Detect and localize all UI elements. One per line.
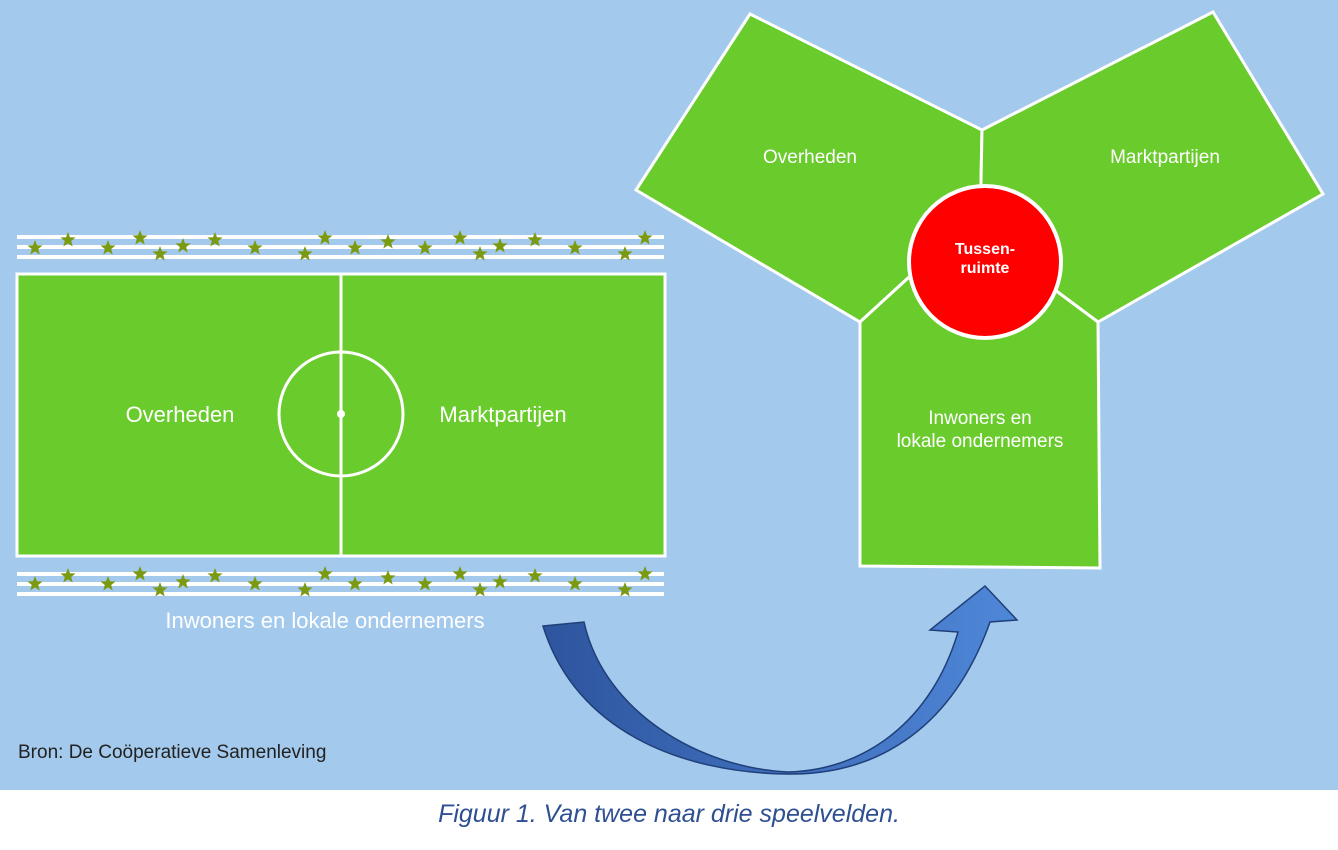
top-stand-star-icon [347,240,363,255]
source-text: Bron: De Coöperatieve Samenleving [18,742,327,763]
bottom-stand-star-icon [175,574,191,589]
center-space-label: Tussen- ruimte [925,240,1045,278]
top-stand-star-icon [317,230,333,245]
figure-caption: Figuur 1. Van twee naar drie speelvelden… [438,800,900,828]
bottom-stand-star-icon [380,570,396,585]
bottom-stands [17,566,664,597]
tri-bottom-label-line2: lokale ondernemers [896,430,1064,452]
top-stand-star-icon [297,246,313,261]
center-space-label-line1: Tussen- [954,241,1016,258]
center-spot [337,410,345,418]
bottom-stand-star-icon [472,582,488,597]
bottom-stand-star-icon [297,582,313,597]
bottom-stand-star-icon [617,582,633,597]
top-stand-star-icon [247,240,263,255]
bottom-stand-star-icon [567,576,583,591]
top-stand-star-icon [100,240,116,255]
bottom-stand-star-icon [527,568,543,583]
top-stand-star-icon [175,238,191,253]
bottom-stand-star-icon [347,576,363,591]
bottom-stand-star-icon [247,576,263,591]
stands-label: Inwoners en lokale ondernemers [165,608,485,633]
tri-bottom-label: Inwoners en lokale ondernemers [880,408,1080,454]
top-stand-star-icon [637,230,653,245]
top-stand-star-icon [417,240,433,255]
top-stand-star-icon [527,232,543,247]
field-bottom [858,276,1102,570]
top-stand-star-icon [380,234,396,249]
bottom-stand-star-icon [452,566,468,581]
top-stand-star-icon [27,240,43,255]
bottom-stand-star-icon [27,576,43,591]
top-stars [27,230,653,261]
bottom-stand-star-icon [152,582,168,597]
top-stand-star-icon [492,238,508,253]
bottom-stand-star-icon [132,566,148,581]
top-stand-star-icon [132,230,148,245]
top-stand-star-icon [60,232,76,247]
top-stand-star-icon [617,246,633,261]
bottom-stand-star-icon [100,576,116,591]
top-stand-star-icon [152,246,168,261]
bottom-stand-star-icon [207,568,223,583]
left-pitch [15,230,667,597]
bottom-stars [27,566,653,597]
bottom-stand-star-icon [637,566,653,581]
top-stand-star-icon [472,246,488,261]
tri-bottom-label-line1: Inwoners en [928,408,1032,429]
left-field-label: Overheden [125,402,235,427]
center-space-circle [907,184,1063,340]
bottom-stand-star-icon [417,576,433,591]
curved-arrow-icon [542,584,1019,775]
center-circle [277,350,405,478]
three-field-pitch [633,10,1326,570]
tri-top-left-label: Overheden [762,147,857,168]
bottom-stand-star-icon [60,568,76,583]
bottom-stand-star-icon [317,566,333,581]
top-stands [17,230,664,261]
tri-top-right-label: Marktpartijen [1110,147,1220,168]
top-stand-star-icon [207,232,223,247]
top-stand-star-icon [567,240,583,255]
center-space-label-line2: ruimte [960,260,1010,278]
figure-canvas: Overheden Marktpartijen Inwoners en loka… [0,0,1338,790]
bottom-stand-star-icon [492,574,508,589]
diagram-svg [0,0,1338,790]
top-stand-star-icon [452,230,468,245]
right-field-label: Marktpartijen [439,402,567,427]
